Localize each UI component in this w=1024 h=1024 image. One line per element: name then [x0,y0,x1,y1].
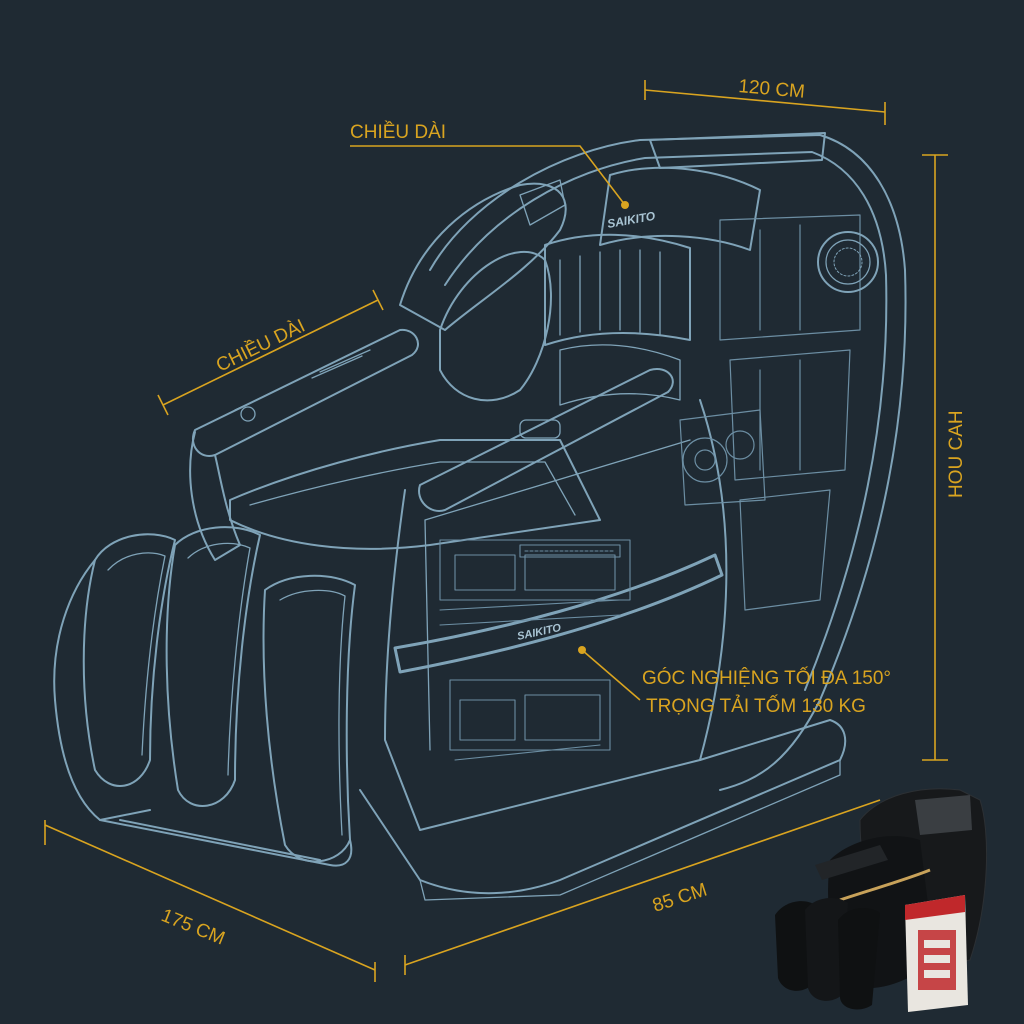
seat [229,439,601,550]
upper-cushion-ribs [559,249,661,336]
product-armrest [815,845,888,880]
product-headrest [915,795,972,835]
annotation-dot-icon [621,201,629,209]
dim-line-bottom-left [44,824,376,971]
dim-line-left [162,299,379,406]
armrest-band [393,553,724,674]
leader-length-top [350,145,626,206]
armrest-control-button [519,419,561,439]
calf-pod-left [82,533,176,787]
left-grille [519,179,566,226]
massage-chair-wireframe [53,132,907,901]
left-armrest-controls [234,349,371,411]
rear-mechanism [679,214,861,611]
leg-rest [53,526,356,867]
headrest [599,166,761,251]
chair-base [359,719,847,895]
label-height-right: HOU CAH [946,410,967,498]
label-length-top: CHIỀU DÀI [350,121,446,143]
calf-pod-middle [165,526,261,807]
front-side-inner [424,439,691,751]
backrest-cavity [559,344,681,406]
left-armrest-side [189,431,241,561]
right-armrest [418,368,674,512]
upper-cushion [544,233,691,346]
seat-inner [249,461,576,516]
label-spec-tilt: GÓC NGHIỆNG TỐI ĐA 150° [642,667,891,689]
left-wing [399,182,567,331]
dimension-annotations [44,80,948,982]
leader-spec [581,649,641,701]
dim-line-bottom-right [404,799,881,966]
foot-rest [53,559,353,867]
label-spec-load: TRỌNG TẢI TỐM 130 KG [646,695,866,717]
annotation-dot-icon [578,646,586,654]
dim-line-top [644,89,886,113]
product-leg-right [838,907,880,1010]
label-bottom-right: 85 CM [650,879,710,916]
product-leg-left [775,901,815,991]
speaker-grille-icon [817,231,879,293]
left-armrest-knob [240,406,256,422]
seat-back-pad [439,250,552,402]
label-length-left: CHIỀU DÀI [213,315,309,377]
product-leg-middle [805,897,848,1001]
back-shell [429,134,907,791]
left-armrest [192,328,419,457]
product-gold-trim [839,868,931,902]
front-side-panel [384,399,728,831]
label-bottom-left: 175 CM [158,905,228,949]
product-box-band [905,895,965,920]
headrest-logo: SAIKITO [606,209,657,231]
back-shell-inner [444,151,888,691]
product-photo-inset [775,788,988,1012]
internal-mechanism [439,539,631,761]
top-cushion [649,132,826,169]
